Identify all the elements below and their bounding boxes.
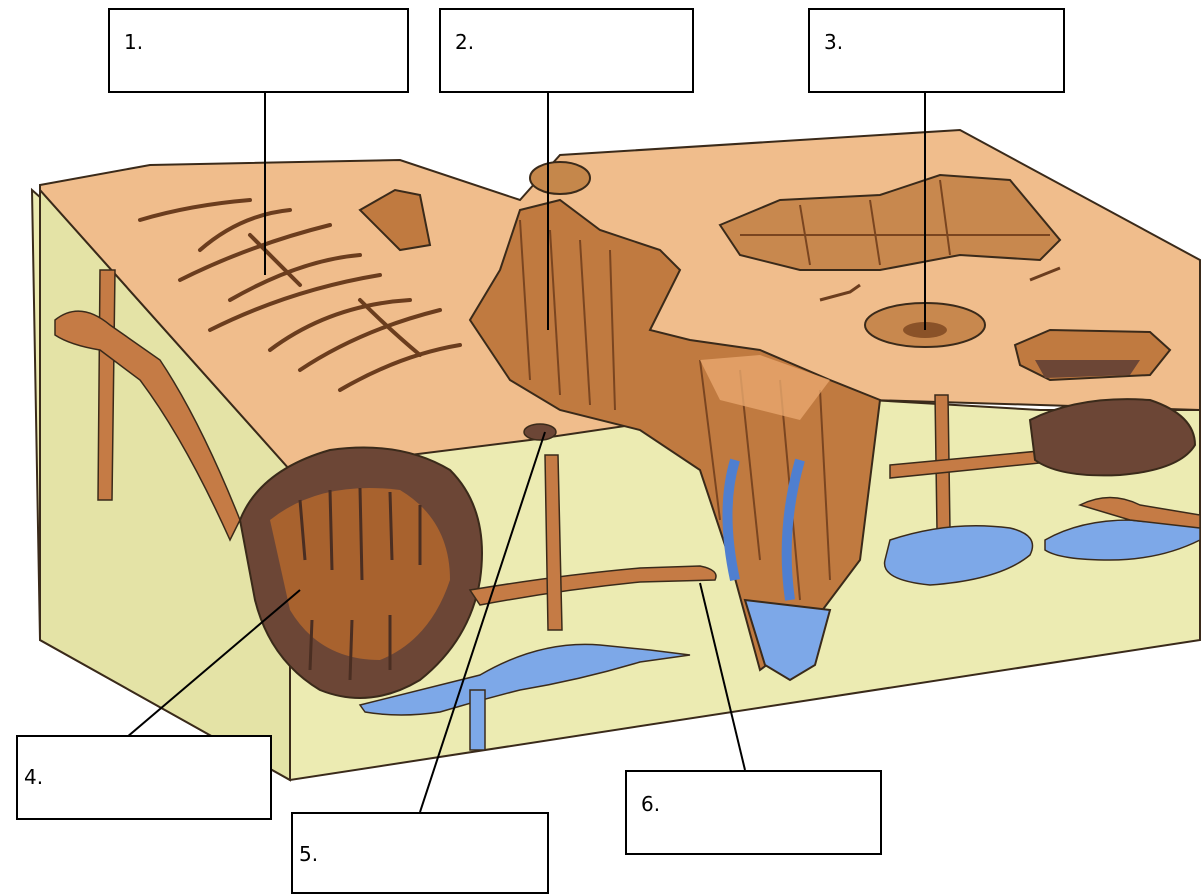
- small-doline: [530, 162, 590, 194]
- label-box-5[interactable]: 5.: [291, 812, 549, 894]
- label-box-4-text: 4.: [24, 765, 43, 789]
- label-box-6-text: 6.: [641, 792, 660, 816]
- label-box-6[interactable]: 6.: [625, 770, 882, 855]
- label-box-1[interactable]: 1.: [108, 8, 409, 93]
- label-box-5-text: 5.: [299, 842, 318, 866]
- label-box-3-text: 3.: [824, 30, 843, 54]
- label-box-2-text: 2.: [455, 30, 474, 54]
- left-shaft: [98, 270, 115, 500]
- label-box-1-text: 1.: [124, 30, 143, 54]
- label-box-3[interactable]: 3.: [808, 8, 1065, 93]
- ponor: [524, 424, 556, 440]
- label-box-4[interactable]: 4.: [16, 735, 272, 820]
- label-box-2[interactable]: 2.: [439, 8, 694, 93]
- river-outflow: [470, 690, 485, 750]
- right-cave-chamber: [1030, 399, 1195, 475]
